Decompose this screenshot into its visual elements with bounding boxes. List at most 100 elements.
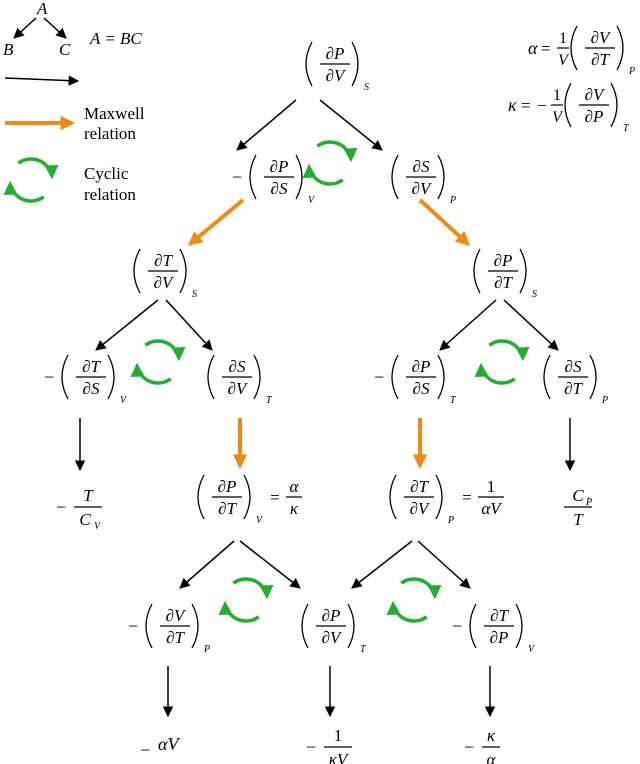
node-sign: − <box>44 367 54 387</box>
numerator: ∂P <box>322 606 341 625</box>
numerator: ∂V <box>591 28 612 47</box>
equals-sign: = <box>270 488 280 507</box>
denominator: ∂P <box>490 628 509 647</box>
node-dP-dV-T: ∂P ∂V T <box>301 603 367 655</box>
result-denominator: κV <box>329 750 350 764</box>
right-paren <box>589 354 597 400</box>
left-paren <box>564 82 572 128</box>
cyclic-arrowhead <box>515 347 530 362</box>
arrow-l4b-left <box>179 540 235 589</box>
denominator: ∂T <box>564 379 583 398</box>
definition-symbol: κ <box>508 95 517 115</box>
denominator: ∂S <box>271 179 288 198</box>
constant-subscript: S <box>532 289 537 300</box>
denominator: ∂S <box>413 379 430 398</box>
constant-subscript: T <box>450 395 457 406</box>
denominator: ∂V <box>412 179 433 198</box>
left-paren <box>391 354 399 400</box>
denominator: ∂V <box>410 499 431 518</box>
node-sign: − <box>452 616 462 636</box>
result-denominator: T <box>573 510 584 529</box>
constant-subscript: V <box>120 395 128 406</box>
legend-tree-arrow-right <box>43 17 67 39</box>
right-paren <box>107 354 115 400</box>
constant-subscript: V <box>308 195 316 206</box>
left-paren <box>207 354 215 400</box>
result-neg-alpha-V: −αV <box>140 734 180 760</box>
denominator: ∂S <box>83 379 100 398</box>
node-neg-dT-dS-V: −∂T∂SV <box>44 354 128 406</box>
numerator: ∂S <box>413 157 430 176</box>
maxwell-arrow-left <box>187 198 245 246</box>
denominator: ∂V <box>326 66 347 85</box>
node-sign: − <box>232 167 242 187</box>
left-paren <box>301 603 309 649</box>
result-sign: − <box>56 497 66 517</box>
constant-subscript: T <box>360 644 367 655</box>
left-paren <box>133 248 141 294</box>
legend-tree-left: B <box>3 40 14 59</box>
constant-subscript: T <box>623 123 630 134</box>
right-paren <box>437 354 445 400</box>
numerator: ∂T <box>490 606 509 625</box>
left-paren <box>145 603 153 649</box>
definition-symbol: α <box>528 38 538 58</box>
cyclic-arrowhead <box>130 362 145 377</box>
node-dS-dT-P: ∂S ∂T P <box>543 354 608 406</box>
result-denominator: α <box>487 750 497 764</box>
coef-numerator: 1 <box>559 30 567 47</box>
numerator: ∂S <box>565 357 582 376</box>
result-sign: − <box>464 737 474 757</box>
arrow-l2right-right <box>503 299 559 351</box>
denominator: ∂T <box>494 273 513 292</box>
right-paren <box>515 603 523 649</box>
result-denominator: C <box>79 510 91 529</box>
result-numerator-subscript: P <box>585 497 592 508</box>
cyclic-arrowhead <box>427 585 442 600</box>
numerator: ∂P <box>494 251 513 270</box>
alpha-definition: α=1V∂V∂TP <box>528 25 635 77</box>
legend-tree-right: C <box>59 40 71 59</box>
right-paren <box>191 603 199 649</box>
numerator: ∂P <box>326 44 345 63</box>
value-numerator: α <box>290 477 300 496</box>
left-paren <box>391 154 399 200</box>
node-neg-dV-dT-P: −∂V∂TP <box>128 603 210 655</box>
equals-sign: = <box>521 96 531 115</box>
constant-subscript: P <box>601 395 608 406</box>
right-paren <box>347 603 355 649</box>
numerator: ∂P <box>270 157 289 176</box>
result-numerator: C <box>572 486 584 505</box>
coef-denominator: V <box>558 52 570 69</box>
right-paren <box>243 474 251 520</box>
numerator: ∂V <box>585 85 606 104</box>
right-paren <box>179 248 187 294</box>
right-paren <box>435 474 443 520</box>
right-paren <box>351 41 359 87</box>
left-paren <box>473 248 481 294</box>
result-numerator: 1 <box>334 726 343 745</box>
left-paren <box>249 154 257 200</box>
left-paren <box>469 603 477 649</box>
right-paren <box>610 82 618 128</box>
left-paren <box>543 354 551 400</box>
result-text: αV <box>158 734 180 754</box>
node-dT-dV-S: ∂T∂VS <box>133 248 197 300</box>
denominator: ∂V <box>322 628 343 647</box>
denominator: ∂T <box>166 628 185 647</box>
black-arrows <box>74 99 576 718</box>
value-denominator: αV <box>481 499 503 518</box>
legend-tree-equation: A = BC <box>89 29 142 48</box>
legend-black-arrow <box>4 75 80 86</box>
cyclic-arrowhead <box>3 180 18 195</box>
numerator: ∂P <box>412 357 431 376</box>
right-paren <box>295 154 303 200</box>
coef-denominator: V <box>552 109 564 126</box>
constant-subscript: S <box>364 82 369 93</box>
arrow-l4c-left <box>351 540 413 589</box>
right-paren <box>519 248 527 294</box>
equals-sign: = <box>541 39 551 58</box>
denominator: ∂P <box>585 107 604 126</box>
